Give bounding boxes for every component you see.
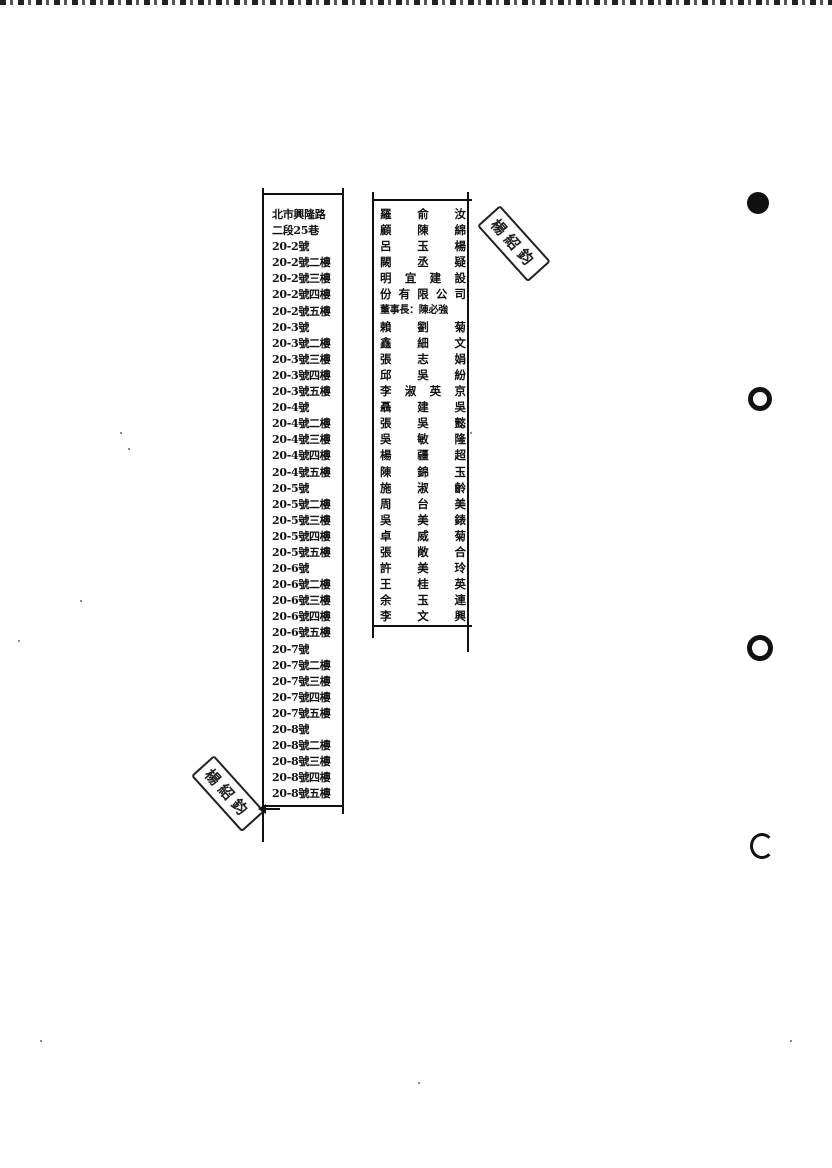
owner-row: 周 台 美 [380, 496, 466, 511]
seal-stamp: 楊紹鈞 [190, 755, 265, 833]
address-row: 20-4號二樓 [272, 417, 331, 431]
owner-row: 張 吳 懿 [380, 416, 466, 431]
address-row: 20-8號五樓 [272, 787, 331, 801]
owner-row: 闕 丞 疑 [380, 255, 466, 270]
owner-row: 卓 威 菊 [380, 528, 466, 543]
address-row: 20-3號二樓 [272, 336, 331, 350]
owner-row: 聶 建 吳 [380, 400, 466, 415]
scan-speck [418, 1082, 420, 1084]
address-row: 20-6號二樓 [272, 578, 331, 592]
owner-row: 王 桂 英 [380, 577, 466, 592]
column-rule-left [372, 192, 374, 638]
column-rule-top [262, 193, 344, 195]
scan-edge-strip [0, 0, 832, 5]
owner-row: 呂 玉 楊 [380, 239, 466, 254]
address-row: 20-7號三樓 [272, 674, 331, 688]
owner-row: 吳 敏 隆 [380, 432, 466, 447]
owner-column: 羅 俞 汝顧 陳 綿呂 玉 楊闕 丞 疑明 宜 建 設份 有 限 公 司董事長：… [372, 192, 472, 652]
owner-row: 明 宜 建 設 [380, 271, 466, 286]
address-row: 20-7號 [272, 642, 310, 656]
address-row: 20-7號五樓 [272, 706, 331, 720]
owner-row: 賴 劉 菊 [380, 319, 466, 334]
scan-speck [80, 600, 82, 602]
seal-stamp: 楊紹鈞 [476, 205, 551, 283]
address-column: 北市興隆路 二段25巷 20-2號 20-2號二樓 20-2號三樓 20-2號四樓 20… [262, 188, 344, 842]
owner-row: 施 淑 齡 [380, 480, 466, 495]
address-row: 20-5號二樓 [272, 497, 331, 511]
column-rule-right [342, 188, 344, 814]
address-row: 20-8號四樓 [272, 771, 331, 785]
punch-hole-icon [750, 833, 774, 859]
address-row: 20-3號五樓 [272, 385, 331, 399]
address-row: 20-4號 [272, 401, 310, 415]
arrow-left-icon [258, 804, 280, 814]
address-row: 20-6號五樓 [272, 626, 331, 640]
owner-list: 羅 俞 汝顧 陳 綿呂 玉 楊闕 丞 疑明 宜 建 設份 有 限 公 司董事長：… [380, 206, 466, 624]
address-row: 20-2號五樓 [272, 304, 331, 318]
scan-speck [128, 448, 130, 450]
owner-row: 吳 美 錶 [380, 512, 466, 527]
owner-row: 邱 吳 紛 [380, 367, 466, 382]
address-row: 20-3號四樓 [272, 368, 331, 382]
address-row: 20-7號二樓 [272, 658, 331, 672]
owner-row: 李 文 興 [380, 609, 466, 624]
punch-hole-icon [747, 192, 769, 214]
address-row: 20-7號四樓 [272, 690, 331, 704]
address-row: 20-6號三樓 [272, 594, 331, 608]
column-rule-left [262, 188, 264, 842]
address-row: 20-6號 [272, 562, 310, 576]
owner-row: 羅 俞 汝 [380, 207, 466, 221]
address-row: 20-4號五樓 [272, 465, 331, 479]
address-row: 20-8號三樓 [272, 755, 331, 769]
column-rule-right [467, 192, 469, 652]
address-row: 20-5號 [272, 481, 310, 495]
address-header-line: 二段25巷 [272, 224, 319, 238]
address-row: 20-2號二樓 [272, 256, 331, 270]
owner-row: 張 敞 合 [380, 544, 466, 559]
address-row: 20-5號四樓 [272, 529, 331, 543]
owner-row: 余 玉 連 [380, 593, 466, 608]
column-rule-bottom [372, 625, 472, 627]
punch-hole-icon [748, 387, 772, 411]
address-row: 20-8號 [272, 723, 310, 736]
owner-row: 董事長：陳必強 [380, 304, 448, 316]
address-row: 20-4號三樓 [272, 433, 331, 447]
address-row: 20-3號 [272, 320, 310, 334]
owner-row: 許 美 玲 [380, 561, 466, 576]
address-row: 20-8號二樓 [272, 739, 331, 753]
address-row: 20-3號三樓 [272, 352, 331, 366]
scan-speck [18, 640, 20, 642]
address-row: 20-2號 [272, 240, 310, 254]
scan-speck [470, 432, 472, 434]
address-list: 北市興隆路 二段25巷 20-2號 20-2號二樓 20-2號三樓 20-2號四樓 20… [272, 207, 346, 802]
scan-speck [120, 432, 122, 434]
column-rule-bottom [262, 805, 344, 807]
owner-row: 鑫 細 文 [380, 335, 466, 350]
owner-row: 李 淑 英 京 [380, 384, 466, 399]
address-row: 20-2號三樓 [272, 272, 331, 286]
address-row: 20-6號四樓 [272, 610, 331, 624]
owner-row: 張 志 娟 [380, 351, 466, 366]
owner-row: 顧 陳 綿 [380, 223, 466, 238]
owner-row: 份 有 限 公 司 [380, 287, 466, 302]
address-header-line: 北市興隆路 [272, 208, 326, 221]
column-rule-top [372, 199, 472, 201]
address-row: 20-2號四樓 [272, 288, 331, 302]
address-row: 20-5號三樓 [272, 513, 331, 527]
owner-row: 陳 錦 玉 [380, 464, 466, 479]
scan-speck [40, 1040, 42, 1042]
punch-hole-icon [747, 635, 773, 661]
address-row: 20-5號五樓 [272, 545, 331, 559]
owner-row: 楊 疆 超 [380, 448, 466, 463]
address-row: 20-4號四樓 [272, 449, 331, 463]
scan-speck [790, 1040, 792, 1042]
